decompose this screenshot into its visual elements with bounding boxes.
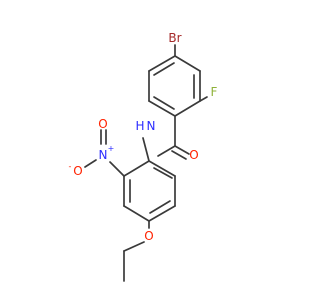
bond [153,167,173,179]
bond [153,96,175,110]
ring-a-bonds [148,55,201,117]
bond [148,160,176,177]
atom-bromine: Br [168,31,181,45]
atom-nitro-nitrogen: N [99,148,108,162]
atom-ether-oxygen: O [144,229,153,243]
bond-c-n [157,145,176,157]
bond [123,205,150,222]
nitro-minus-charge: - [69,162,72,171]
bond-ring-nitro [109,161,125,177]
bond-n-ring [142,137,150,162]
molecule-svg: Br F O N H N + O O - O [69,31,218,282]
ring-b-bonds [123,160,176,222]
atom-fluorine: F [211,85,218,99]
atom-nitro-oxygen: O [98,117,107,131]
bond [148,205,176,222]
bond-nitro-o-single [84,159,97,168]
atom-amide-hydrogen: H [135,119,144,133]
bond [174,55,201,72]
bond [153,62,175,76]
bond [149,200,171,214]
bond-c-f [199,96,208,102]
bond-c-o-double [171,150,187,160]
bond-o-ch2 [123,241,145,252]
bond [174,100,201,117]
bond [123,160,150,177]
bond [148,100,176,117]
molecule-structure-diagram: Br F O N H N + O O - O [69,31,218,282]
bond [148,55,176,72]
atom-amide-nitrogen: N [147,119,156,133]
atom-carbonyl-oxygen: O [189,148,198,162]
bond-c-o-double [174,145,190,155]
atom-nitro-oxide-oxygen: O [73,164,82,178]
nitro-plus-charge: + [108,144,115,153]
